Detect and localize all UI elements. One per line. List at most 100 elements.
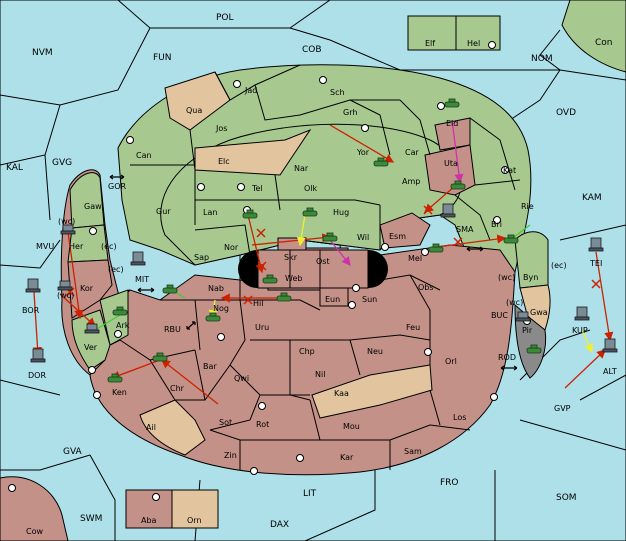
supply-centers xyxy=(8,41,531,501)
label-ost: Ost xyxy=(316,257,330,266)
province-kaa[interactable] xyxy=(311,364,433,419)
label-fun: FUN xyxy=(153,53,172,63)
army-unit xyxy=(205,312,221,322)
label-cob: COB xyxy=(302,45,322,55)
label-swm: SWM xyxy=(80,514,102,524)
army-unit xyxy=(503,234,519,244)
label-mou: Mou xyxy=(343,422,360,431)
province-ver[interactable] xyxy=(71,309,111,371)
province-gaw[interactable] xyxy=(69,172,105,229)
fleet-unit xyxy=(588,237,604,252)
label-chp: Chp xyxy=(299,347,315,356)
coast-markers: (wc) (ec) (ec) (wc) (wc) (ec) (wc) xyxy=(57,217,567,307)
label-wil: Wil xyxy=(357,233,369,242)
label-kam: KAM xyxy=(582,193,602,203)
label-neu: Neu xyxy=(367,347,383,356)
label-lan: Lan xyxy=(203,208,217,217)
coast-mark: (wc) xyxy=(57,291,74,300)
army-unit xyxy=(262,274,278,284)
province-ail[interactable] xyxy=(139,399,206,456)
label-ark: Ark xyxy=(116,321,130,330)
label-kar: Kar xyxy=(340,453,354,462)
label-eun: Eun xyxy=(325,295,340,304)
label-nil: Nil xyxy=(315,370,325,379)
province-byn[interactable] xyxy=(514,231,549,289)
label-kat: Kat xyxy=(503,166,516,175)
label-buc: BUC xyxy=(491,311,508,320)
army-unit xyxy=(162,284,178,294)
province-ark[interactable] xyxy=(99,289,129,346)
label-gur: Gur xyxy=(156,207,171,216)
label-zin: Zin xyxy=(224,451,237,460)
label-eld: Eld xyxy=(446,119,458,128)
label-sap: Sap xyxy=(194,253,209,262)
label-alt: ALT xyxy=(603,367,617,376)
label-hel: Hel xyxy=(467,39,480,48)
fleet-units xyxy=(25,203,618,363)
fleet-unit xyxy=(30,348,46,363)
continent-south xyxy=(89,244,516,476)
army-units xyxy=(107,98,542,383)
label-byn: Byn xyxy=(523,273,538,282)
label-obs: Obs xyxy=(418,283,434,292)
label-elf: Elf xyxy=(425,39,435,48)
province-orn[interactable] xyxy=(171,489,219,529)
label-ken: Ken xyxy=(112,388,127,397)
province-cow[interactable] xyxy=(0,476,69,541)
label-los: Los xyxy=(453,413,466,422)
label-dor: DOR xyxy=(28,371,46,380)
army-unit xyxy=(444,98,460,108)
label-kor: Kor xyxy=(80,284,94,293)
fleet-unit xyxy=(130,251,146,266)
label-lit: LIT xyxy=(303,489,317,499)
fleet-unit xyxy=(602,338,618,353)
label-can: Can xyxy=(136,151,152,160)
label-nab: Nab xyxy=(208,284,224,293)
army-unit xyxy=(302,207,318,217)
coast-mark: (wc) xyxy=(498,273,515,282)
label-feu: Feu xyxy=(406,323,420,332)
label-uru: Uru xyxy=(255,323,269,332)
label-her: Her xyxy=(69,242,84,251)
province-qua[interactable] xyxy=(164,71,231,131)
channel-markers xyxy=(109,174,518,371)
fleet-unit xyxy=(574,306,590,321)
label-gva: GVA xyxy=(63,447,83,457)
label-tei: TEI xyxy=(589,259,602,268)
label-yor: Yor xyxy=(356,148,370,157)
label-gvg: GVG xyxy=(52,158,72,168)
army-unit xyxy=(242,209,258,219)
label-gor: GOR xyxy=(108,182,126,191)
label-cow: Cow xyxy=(26,527,43,536)
label-ovd: OVD xyxy=(556,108,576,118)
label-rot: Rot xyxy=(256,420,269,429)
label-ver: Ver xyxy=(84,343,98,352)
province-borders xyxy=(109,64,521,470)
label-bor: BOR xyxy=(22,306,40,315)
failed-order-marks xyxy=(65,205,601,305)
label-rbu: RBU xyxy=(164,325,181,334)
label-nvm: NVM xyxy=(32,48,53,58)
army-unit xyxy=(276,292,292,302)
label-nor: Nor xyxy=(224,243,239,252)
label-skr: Skr xyxy=(284,253,298,262)
label-tel: Tel xyxy=(251,184,263,193)
fleet-unit xyxy=(60,224,76,235)
label-esm: Esm xyxy=(389,232,406,241)
fleet-unit xyxy=(440,203,456,218)
label-nog: Nog xyxy=(213,304,229,313)
army-unit xyxy=(112,306,128,316)
label-pol: POL xyxy=(216,13,234,23)
label-nom: NOM xyxy=(531,54,553,64)
label-gwa: Gwa xyxy=(530,308,548,317)
province-pir[interactable] xyxy=(514,303,547,379)
label-nar: Nar xyxy=(294,164,309,173)
army-unit xyxy=(428,243,444,253)
label-rod: ROD xyxy=(498,353,516,362)
label-elc: Elc xyxy=(218,157,230,166)
province-kor[interactable] xyxy=(67,259,113,319)
label-sot: Sot xyxy=(219,418,232,427)
army-unit xyxy=(373,157,389,167)
